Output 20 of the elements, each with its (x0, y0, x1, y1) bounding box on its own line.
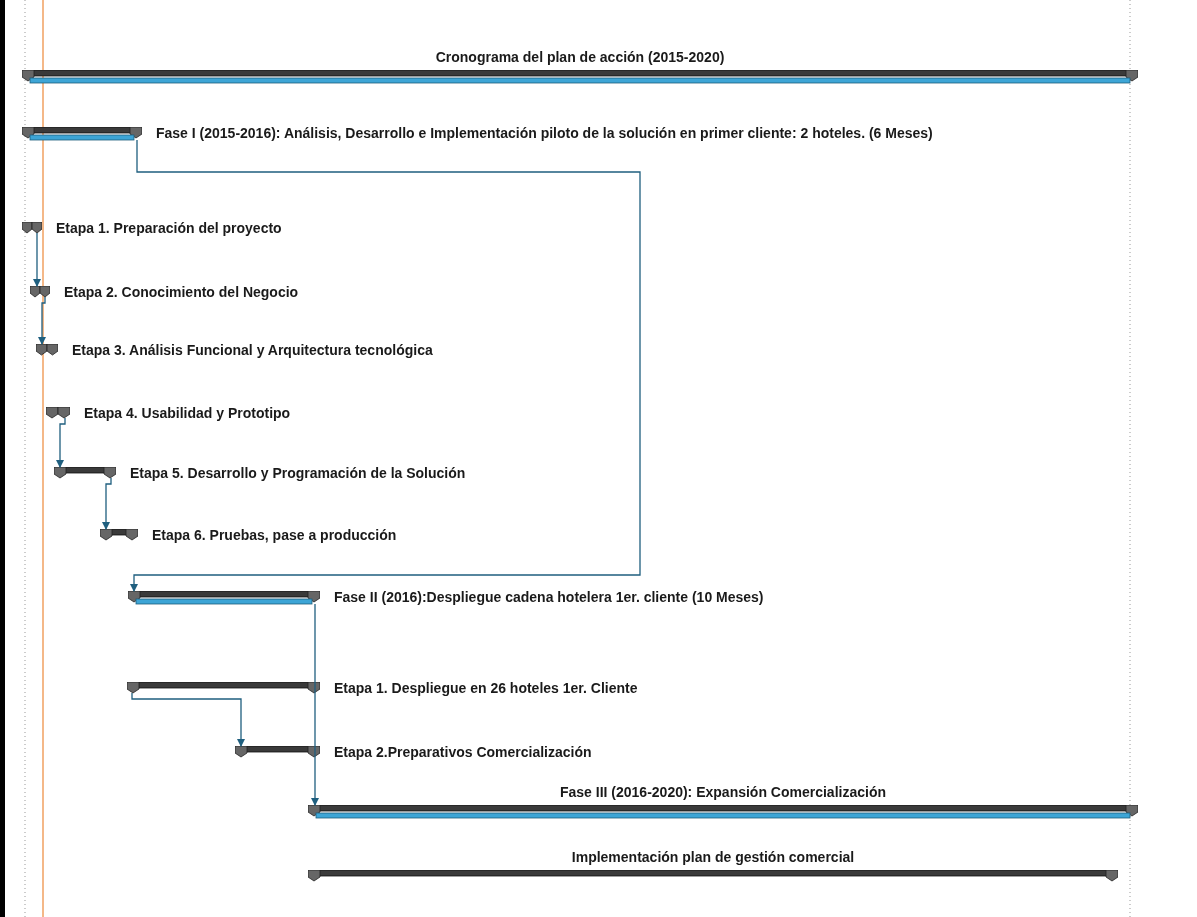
dependency-arrow (131, 692, 245, 747)
dependency-arrow (38, 296, 46, 345)
task-label: Etapa 4. Usabilidad y Prototipo (84, 404, 291, 422)
task-label: Cronograma del plan de acción (2015-2020) (434, 48, 726, 66)
task-label: Fase III (2016-2020): Expansión Comercialización (559, 783, 887, 801)
task-label: Etapa 2. Conocimiento del Negocio (64, 283, 299, 301)
task-label: Fase II (2016):Despliegue cadena hotelera 1er. cliente (10 Meses) (334, 588, 764, 606)
task-label: Etapa 6. Pruebas, pase a producción (152, 526, 397, 544)
task-label: Etapa 2.Preparativos Comercialización (334, 743, 592, 761)
dependency-arrow (33, 232, 41, 287)
dependency-arrow (130, 139, 641, 592)
dependency-arrow (56, 417, 66, 468)
task-label: Etapa 3. Análisis Funcional y Arquitectura tecnológica (72, 341, 433, 359)
task-label: Etapa 5. Desarrollo y Programación de la Solución (130, 464, 466, 482)
task-label: Etapa 1. Despliegue en 26 hoteles 1er. Cliente (334, 679, 638, 697)
task-label: Fase I (2015-2016): Análisis, Desarrollo e Implementación piloto de la solución en primer cliente: 2 hoteles. (6 Meses) (156, 124, 933, 142)
dependency-arrow (311, 603, 319, 806)
task-label: Etapa 1. Preparación del proyecto (56, 219, 282, 237)
task-label: Implementación plan de gestión comercial (570, 848, 856, 866)
dependency-arrow (102, 477, 112, 530)
